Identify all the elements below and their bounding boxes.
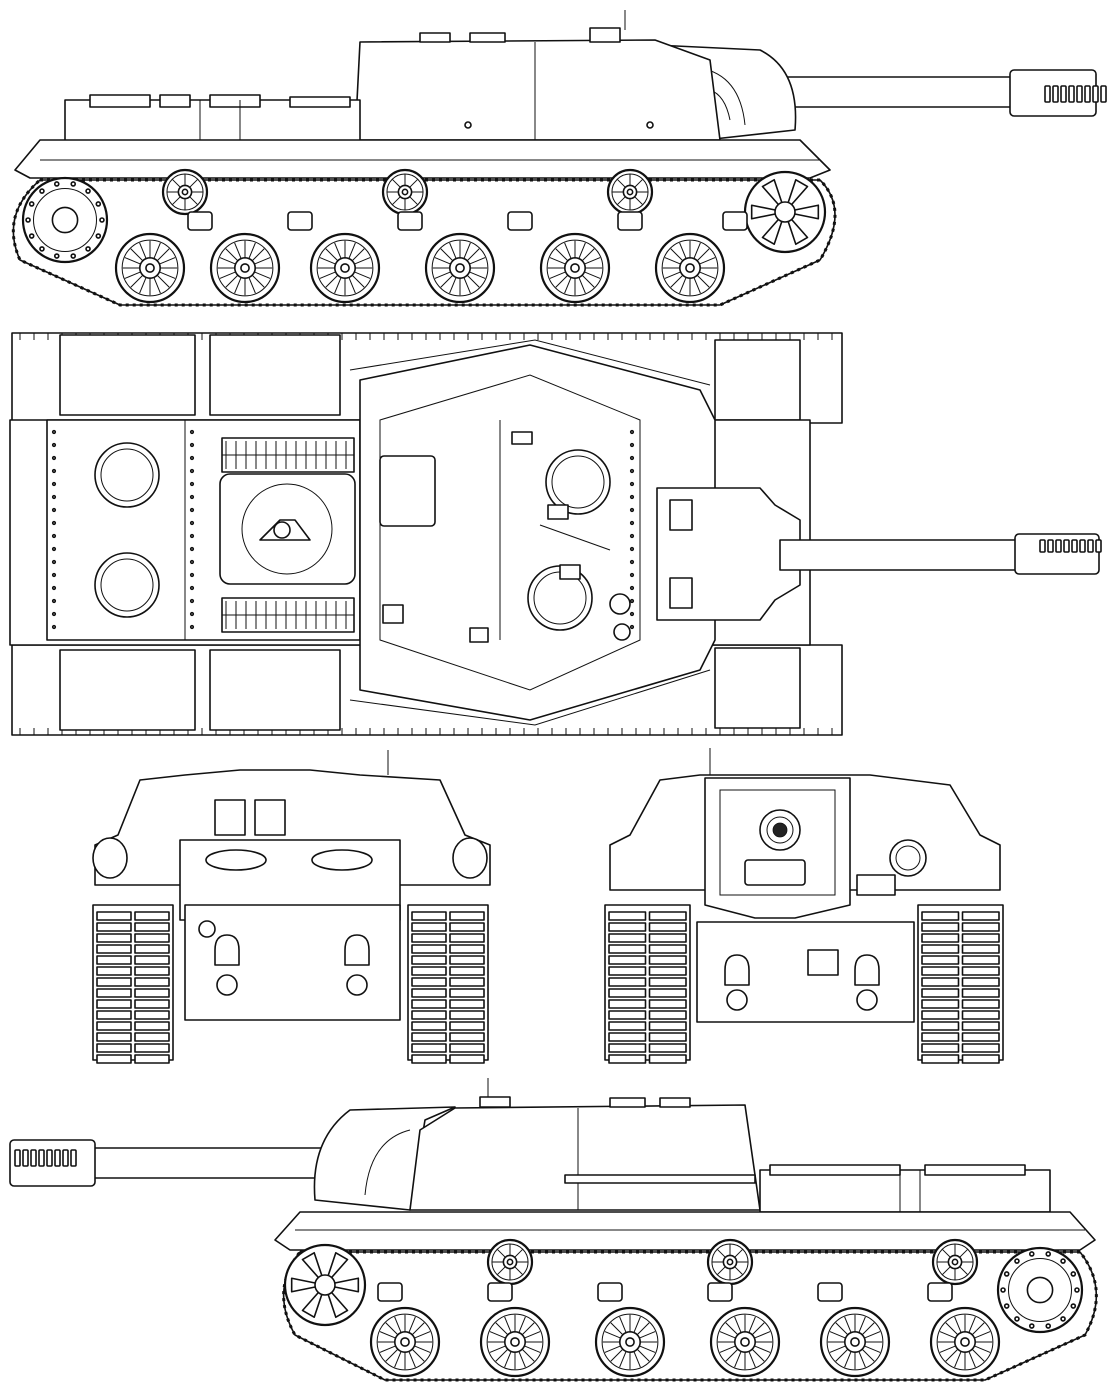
road-wheel-3 (309, 232, 381, 304)
gun-barrel (759, 69, 1107, 117)
drive-sprocket-right (996, 1246, 1084, 1334)
headlight (889, 839, 927, 877)
road-wheel-right-1 (369, 1306, 441, 1378)
return-roller-1 (161, 168, 209, 216)
commander-hatch (545, 449, 611, 515)
top-view (9, 332, 1102, 736)
return-roller-right-1 (486, 1238, 534, 1286)
casemate (354, 39, 721, 141)
gun-barrel-right (9, 1139, 351, 1187)
idler-wheel (743, 170, 827, 254)
gun-mantlet (654, 44, 797, 141)
road-wheel-1 (114, 232, 186, 304)
engine-deck (64, 94, 361, 143)
return-roller-right-2 (706, 1238, 754, 1286)
engine-deck-right (759, 1164, 1051, 1213)
road-wheel-right-4 (709, 1306, 781, 1378)
return-roller-2 (381, 168, 429, 216)
engine-grille-top (221, 437, 355, 473)
return-roller-right-3 (931, 1238, 979, 1286)
road-wheel-right-2 (479, 1306, 551, 1378)
return-roller-3 (606, 168, 654, 216)
road-wheel-right-6 (929, 1306, 1001, 1378)
hull-fender (14, 139, 831, 179)
road-wheel-5 (539, 232, 611, 304)
front-view (604, 748, 1004, 1064)
drive-sprocket (21, 176, 109, 264)
road-wheel-6 (654, 232, 726, 304)
road-wheel-4 (424, 232, 496, 304)
left-side-view (11, 10, 1107, 307)
gun-barrel-top (779, 539, 1021, 571)
fuel-cap-2 (94, 552, 160, 618)
idler-wheel-right (283, 1243, 367, 1327)
right-side-view (9, 1078, 1098, 1382)
hull-fender-right (274, 1211, 1096, 1251)
road-wheel-right-3 (594, 1306, 666, 1378)
fuel-cap-1 (94, 442, 160, 508)
engine-grille-bottom (221, 597, 355, 633)
road-wheel-2 (209, 232, 281, 304)
rear-view (92, 750, 491, 1064)
casemate-right (409, 1104, 761, 1211)
road-wheel-right-5 (819, 1306, 891, 1378)
